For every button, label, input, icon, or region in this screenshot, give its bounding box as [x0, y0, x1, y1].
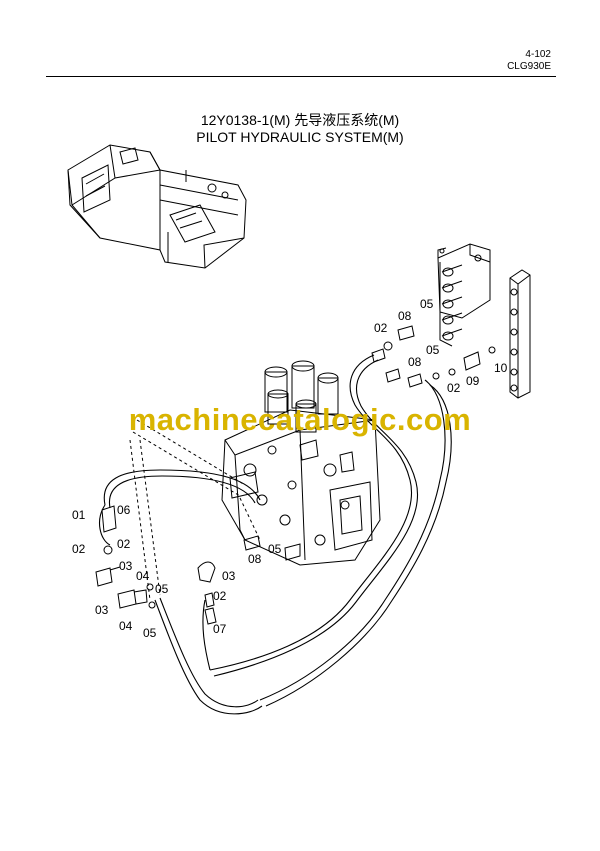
- leader-lines: [129, 419, 261, 601]
- header-rule: [46, 76, 556, 77]
- callout-label: 10: [494, 361, 508, 375]
- callout-label: 08: [408, 355, 422, 369]
- callout-label: 02: [213, 589, 227, 603]
- model-code: CLG930E: [507, 61, 551, 72]
- fittings-upper: [371, 325, 496, 388]
- callout-label: 04: [119, 619, 133, 633]
- callout-label: 04: [136, 569, 150, 583]
- callout-label: 06: [117, 503, 131, 517]
- callout-label: 03: [95, 603, 109, 617]
- callout-label: 05: [268, 542, 282, 556]
- fittings-lower: [197, 535, 261, 625]
- fittings-left: [95, 505, 156, 609]
- callout-label: 07: [213, 622, 227, 636]
- callout-label: 08: [248, 552, 262, 566]
- callout-label: 02: [117, 537, 131, 551]
- callout-label: 02: [447, 381, 461, 395]
- callout-label: 03: [119, 559, 133, 573]
- mounting-plate: [509, 269, 531, 399]
- callout-label: 05: [143, 626, 157, 640]
- pilot-manifold-block: [437, 243, 491, 347]
- callout-label: 05: [426, 343, 440, 357]
- callout-labels: 02 08 05 08 05 02 09 10 01 06 02 02 03 0…: [72, 297, 508, 640]
- callout-label: 01: [72, 508, 86, 522]
- callout-label: 08: [398, 309, 412, 323]
- page-number: 4-102: [525, 49, 551, 60]
- excavator-illustration: [67, 144, 247, 269]
- diagram-title-cn: 12Y0138-1(M) 先导液压系统(M): [200, 112, 400, 128]
- watermark: machinecatalogic.com: [128, 402, 472, 437]
- callout-label: 02: [72, 542, 86, 556]
- callout-label: 02: [374, 321, 388, 335]
- callout-label: 05: [155, 582, 169, 596]
- callout-label: 09: [466, 374, 480, 388]
- callout-label: 05: [420, 297, 434, 311]
- pilot-hoses: [99, 354, 452, 715]
- callout-label: 03: [222, 569, 236, 583]
- diagram-title-en: PILOT HYDRAULIC SYSTEM(M): [196, 129, 404, 145]
- main-control-valve: [221, 360, 381, 566]
